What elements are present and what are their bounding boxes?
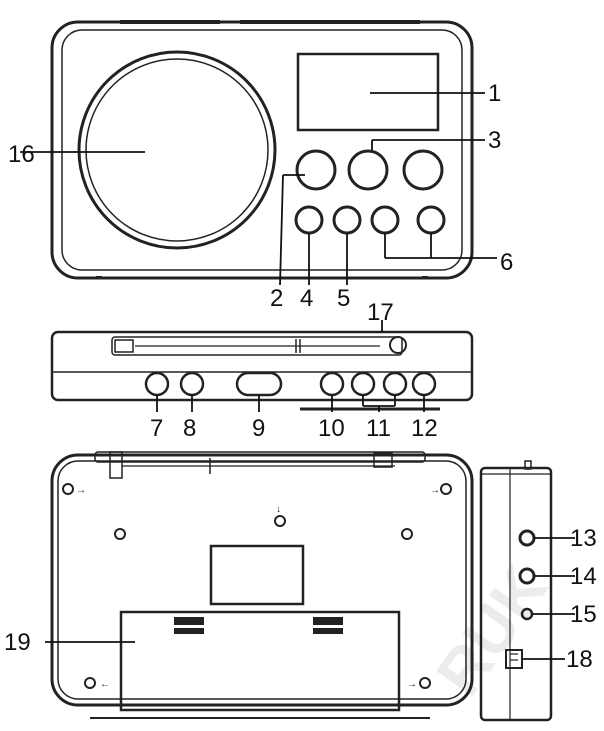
top-button-11b xyxy=(382,371,408,397)
label-7: 7 xyxy=(150,415,163,442)
label-3: 3 xyxy=(488,127,501,154)
label-8: 8 xyxy=(183,415,196,442)
back-view: → → ← → ↓ xyxy=(50,451,474,719)
top-button-12 xyxy=(411,371,437,397)
svg-text:→: → xyxy=(430,485,440,496)
top-button-7 xyxy=(144,371,170,397)
label-5: 5 xyxy=(337,285,350,312)
dial-button-right xyxy=(402,149,444,191)
label-10: 10 xyxy=(318,415,345,442)
label-17: 17 xyxy=(367,299,394,326)
preset-button-1 xyxy=(294,205,324,235)
label-1: 1 xyxy=(488,80,501,107)
dial-button-left xyxy=(295,149,337,191)
telescopic-antenna xyxy=(111,336,403,356)
dial-button-middle xyxy=(347,149,389,191)
label-14: 14 xyxy=(570,563,597,590)
top-leaders xyxy=(156,320,425,412)
top-slider-9 xyxy=(235,371,283,397)
side-leaders xyxy=(522,537,575,660)
label-13: 13 xyxy=(570,525,597,552)
top-button-8 xyxy=(179,371,205,397)
label-11: 11 xyxy=(366,415,391,442)
top-button-11a xyxy=(350,371,376,397)
side-jack-13 xyxy=(518,529,536,547)
callout-labels: 1 3 16 6 2 4 5 17 7 8 9 10 11 12 13 14 1… xyxy=(4,80,597,673)
rating-label-area xyxy=(209,544,305,606)
label-19: 19 xyxy=(4,629,31,656)
preset-button-4 xyxy=(416,205,446,235)
preset-button-2 xyxy=(332,205,362,235)
svg-text:→: → xyxy=(76,485,86,496)
label-18: 18 xyxy=(566,646,593,673)
top-view xyxy=(50,330,474,411)
label-9: 9 xyxy=(252,415,265,442)
front-leaders xyxy=(20,92,497,286)
speaker-grille xyxy=(77,50,277,250)
preset-button-3 xyxy=(370,205,400,235)
label-4: 4 xyxy=(300,285,313,312)
label-6: 6 xyxy=(500,249,513,276)
battery-cover xyxy=(119,610,401,712)
label-12: 12 xyxy=(411,415,438,442)
front-view xyxy=(50,20,474,280)
label-16: 16 xyxy=(8,141,35,168)
svg-text:←: ← xyxy=(100,679,110,690)
top-button-10 xyxy=(319,371,345,397)
svg-text:↓: ↓ xyxy=(276,504,281,515)
label-2: 2 xyxy=(270,285,283,312)
display-screen xyxy=(296,52,440,132)
label-15: 15 xyxy=(570,601,597,628)
svg-text:→: → xyxy=(407,679,417,690)
